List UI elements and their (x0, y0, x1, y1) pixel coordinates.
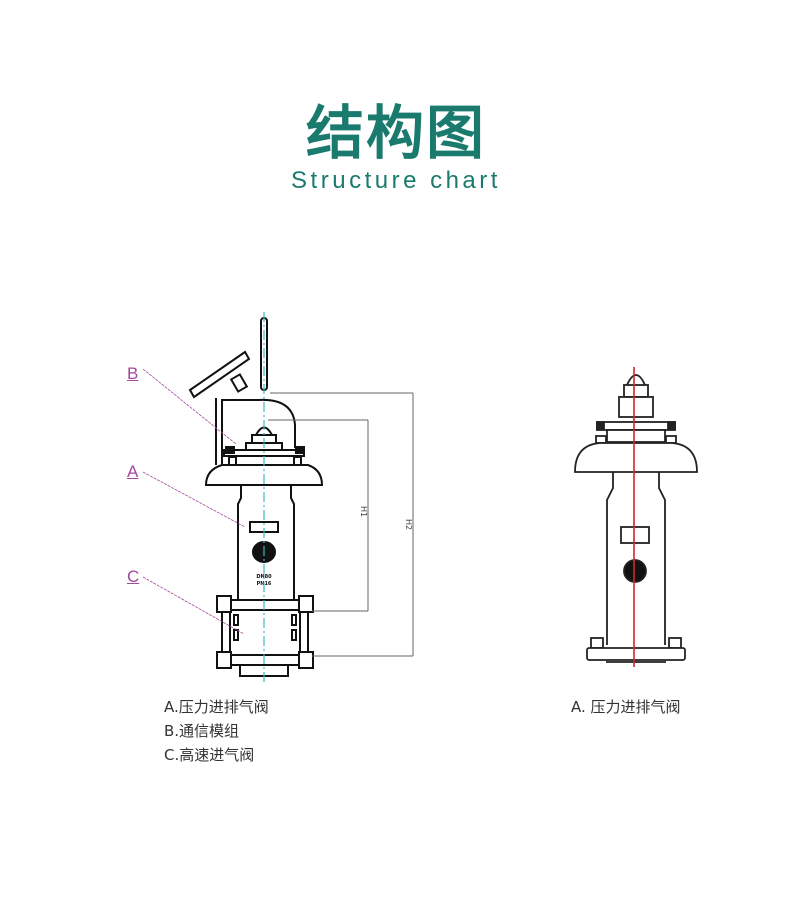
dimension-h1: H1 (359, 506, 368, 517)
legend-item-b: B.通信模组 (164, 722, 240, 740)
valve-cap (626, 374, 646, 386)
callout-a: A (127, 462, 139, 481)
right-legend: A. 压力进排气阀 (571, 695, 681, 719)
leader-line-a (142, 471, 246, 528)
panel-bracket (229, 373, 249, 393)
left-legend: A.压力进排气阀 B.通信模组 C.高速进气阀 (164, 695, 269, 767)
page-subtitle: Structure chart (291, 167, 501, 194)
callout-b: B (127, 364, 139, 383)
legend-item-c: C.高速进气阀 (164, 746, 255, 764)
valve-window (620, 526, 650, 544)
callout-c: C (127, 567, 140, 586)
module-dome (221, 398, 296, 448)
legend-item-a: A. 压力进排气阀 (571, 698, 681, 716)
valve-body (237, 485, 295, 600)
leader-line-c (142, 576, 245, 635)
solar-panel (188, 350, 251, 399)
dimension-h2: H2 (404, 519, 413, 530)
base-plate (586, 647, 686, 661)
umbrella-cover (574, 442, 698, 473)
valve-body (606, 472, 666, 645)
legend-item-a: A.压力进排气阀 (164, 698, 269, 716)
page-title: 结构图 (305, 99, 486, 167)
logo-mark (623, 559, 647, 583)
